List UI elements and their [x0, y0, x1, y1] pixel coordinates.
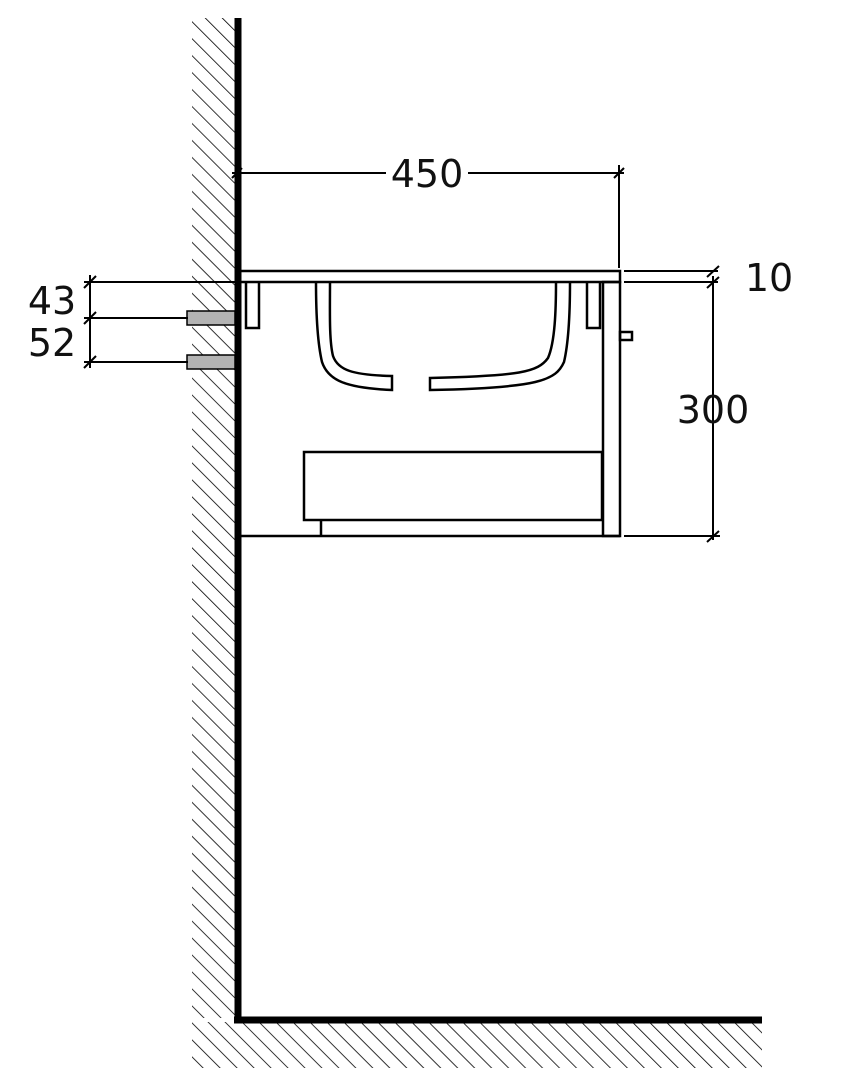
pipe-tick-mid — [83, 311, 97, 325]
floor-hatching — [192, 1022, 762, 1068]
wall — [192, 18, 242, 1022]
drawer — [302, 450, 604, 522]
wall-hatching — [192, 18, 238, 1018]
dimension-depth — [231, 165, 625, 268]
height-tick-bottom — [706, 530, 720, 543]
pipes — [186, 310, 236, 370]
pipe-offset-top-label: 43 — [28, 279, 76, 323]
pipe-spacing-label: 52 — [28, 321, 76, 365]
height-tick-mid — [706, 276, 720, 289]
right-bracket — [585, 282, 602, 330]
depth-tick-right — [613, 167, 625, 179]
left-bracket — [244, 282, 261, 330]
top-thickness-label: 10 — [745, 256, 793, 300]
front-panel — [601, 280, 622, 538]
floor — [192, 1016, 762, 1068]
basin-bowl-left — [314, 281, 394, 392]
pipe-upper — [186, 310, 236, 326]
dimension-pipes — [83, 275, 236, 369]
basin-bowl-right — [428, 281, 572, 392]
depth-dimension-label: 450 — [391, 152, 464, 196]
front-knob — [618, 330, 634, 342]
countertop — [236, 269, 622, 284]
unit-height-label: 300 — [677, 388, 750, 432]
pipe-lower — [186, 354, 236, 370]
dimension-height — [624, 265, 720, 543]
vanity-unit — [236, 269, 634, 538]
pipe-tick-bottom — [83, 355, 97, 369]
depth-tick-left — [231, 167, 243, 179]
height-tick-top — [706, 265, 720, 278]
pipe-tick-top — [83, 275, 97, 289]
